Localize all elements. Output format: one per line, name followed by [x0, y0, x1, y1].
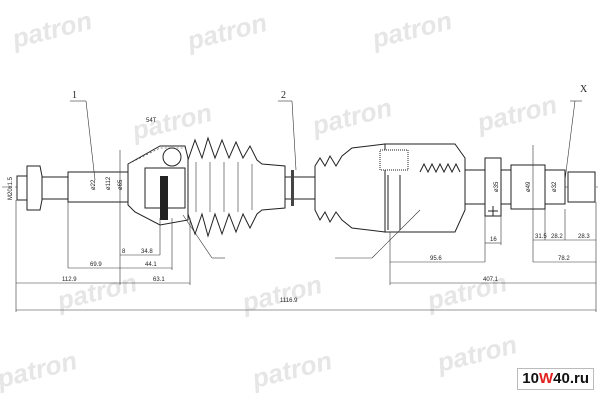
outer-boot	[187, 136, 286, 238]
svg-text:34.8: 34.8	[141, 249, 153, 255]
svg-text:8: 8	[122, 249, 126, 255]
svg-text:patron: patron	[8, 5, 95, 54]
svg-text:patron: patron	[368, 5, 455, 54]
site-logo: 10W40.ru	[517, 368, 594, 390]
shaft	[284, 176, 316, 200]
svg-text:ø65: ø65	[118, 179, 124, 190]
svg-text:407.1: 407.1	[483, 277, 499, 283]
svg-text:31.5: 31.5	[535, 234, 547, 240]
svg-text:patron: patron	[128, 97, 215, 146]
svg-text:78.2: 78.2	[558, 256, 570, 262]
boot-ribs	[195, 162, 253, 212]
svg-text:28.2: 28.2	[551, 234, 563, 240]
logo-suffix: 40.ru	[553, 370, 589, 387]
svg-text:44.1: 44.1	[145, 262, 157, 268]
svg-text:patron: patron	[423, 267, 510, 316]
svg-text:patron: patron	[473, 89, 560, 138]
svg-text:ø32: ø32	[552, 181, 558, 192]
svg-text:M20x1.5: M20x1.5	[8, 176, 14, 200]
svg-text:ø49: ø49	[526, 181, 532, 192]
logo-accent: W	[538, 370, 554, 387]
inner-boot	[314, 143, 386, 233]
svg-text:patron: patron	[183, 7, 270, 56]
svg-text:ø112: ø112	[106, 176, 112, 190]
dimension-lines	[15, 145, 597, 312]
svg-text:63.1: 63.1	[153, 277, 165, 283]
svg-text:28.3: 28.3	[578, 234, 590, 240]
svg-text:X: X	[580, 84, 588, 95]
dimension-values: 69.9 8 34.8 44.1 112.9 63.1 1116.9 95.6 …	[62, 234, 590, 304]
svg-text:patron: patron	[238, 269, 325, 318]
inner-cv-joint	[379, 143, 596, 233]
svg-text:patron: patron	[0, 345, 80, 394]
svg-text:16: 16	[490, 237, 497, 243]
abs-ring	[160, 176, 168, 220]
svg-text:ø35: ø35	[494, 181, 500, 192]
svg-text:112.9: 112.9	[62, 277, 77, 283]
svg-text:ø22: ø22	[91, 179, 97, 190]
svg-text:patron: patron	[248, 345, 335, 394]
logo-prefix: 10	[522, 370, 539, 387]
svg-text:patron: patron	[433, 329, 520, 378]
svg-text:2: 2	[281, 90, 286, 101]
svg-text:69.9: 69.9	[90, 262, 102, 268]
svg-text:patron: patron	[53, 267, 140, 316]
svg-text:patron: patron	[308, 92, 395, 141]
svg-text:95.6: 95.6	[430, 256, 442, 262]
svg-text:1: 1	[72, 90, 77, 101]
svg-text:1116.9: 1116.9	[280, 298, 298, 304]
callouts: 1 2 X 54T M20x1.5 ø22 ø112 ø65 ø35 ø49 ø…	[8, 84, 588, 259]
svg-text:54T: 54T	[146, 118, 157, 124]
outer-cv-joint	[16, 145, 189, 226]
damper	[291, 170, 294, 206]
